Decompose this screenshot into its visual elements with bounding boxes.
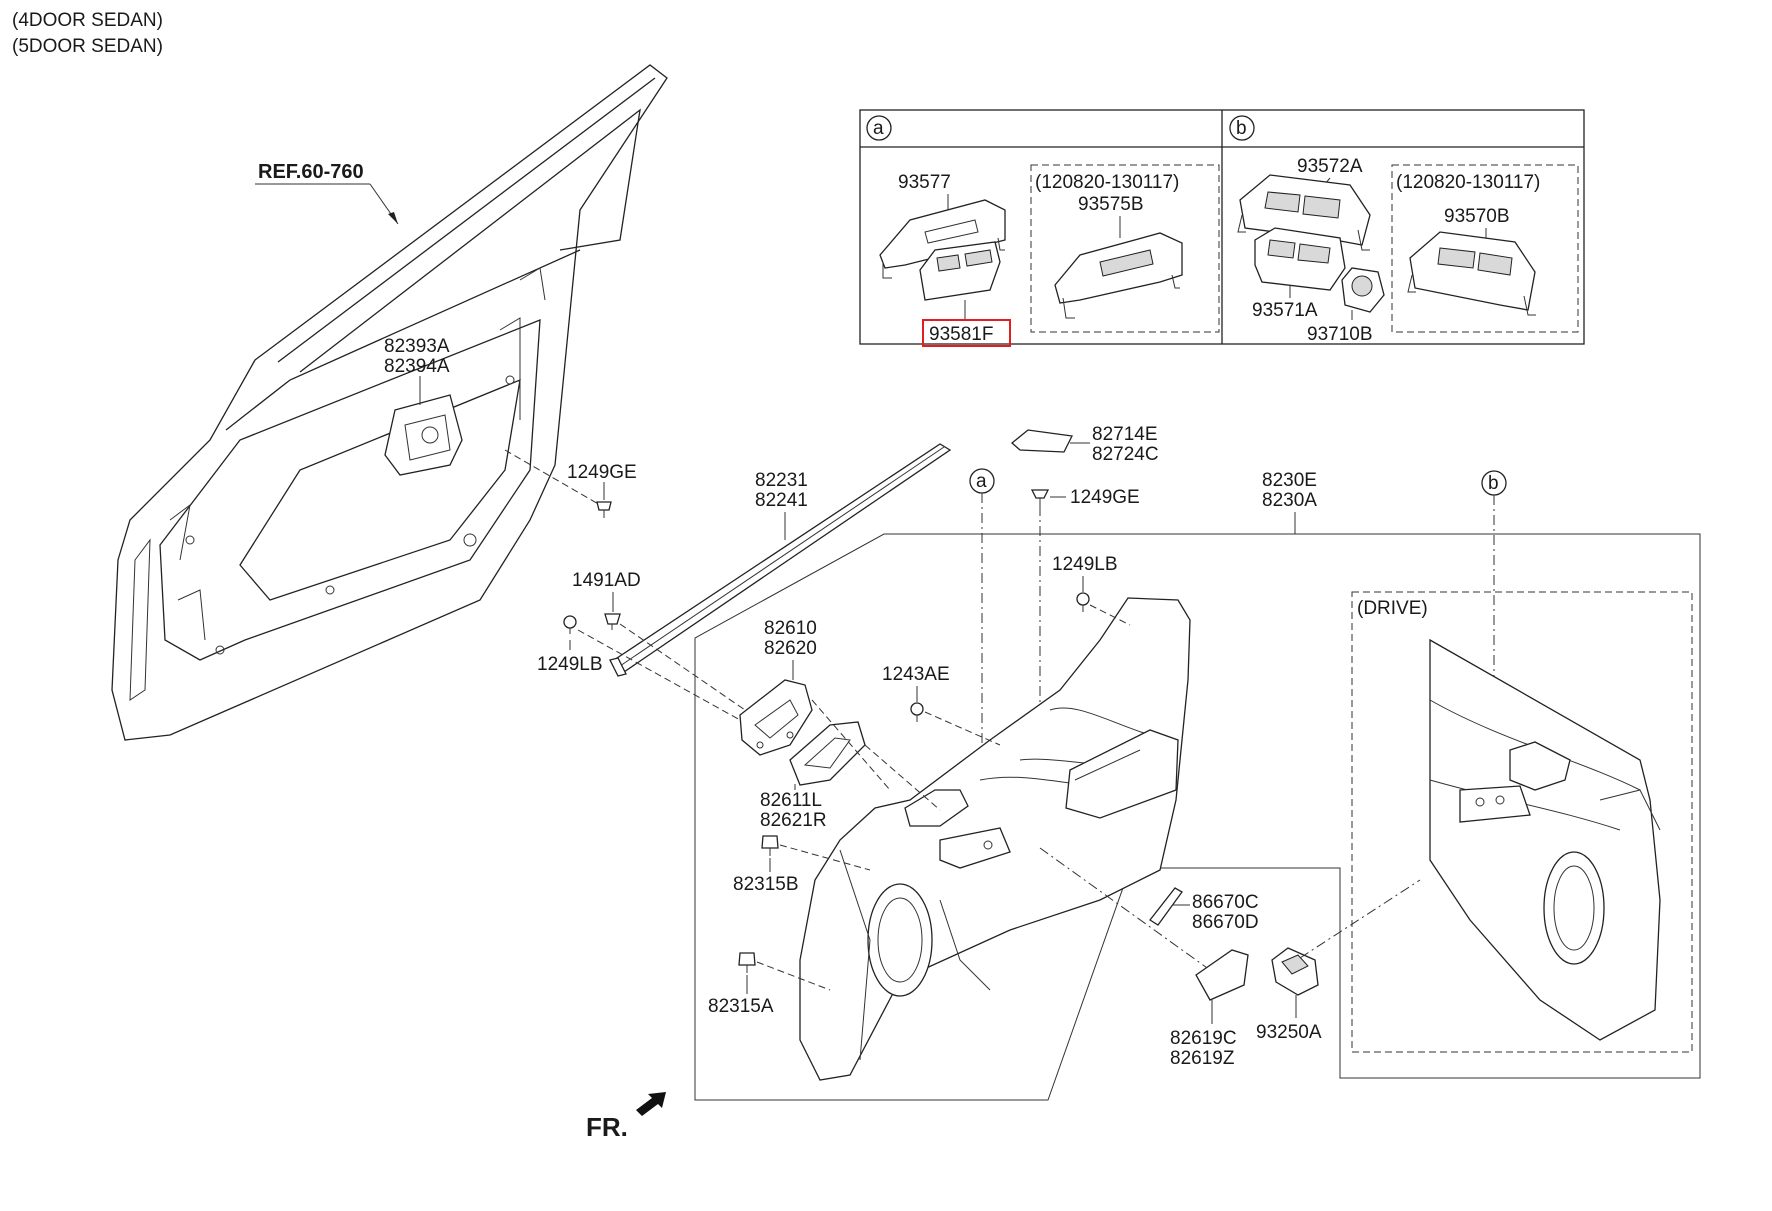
fr-label: FR. [586,1112,628,1142]
label-82394A: 82394A [384,356,450,377]
label-1249LB-a: 1249LB [537,654,603,675]
clip-1491AD[interactable] [604,613,621,630]
inset-b-date: (120820-130117) [1396,172,1540,193]
label-82621R: 82621R [760,810,827,831]
label-93571A: 93571A [1252,300,1318,321]
highlight-93581F[interactable] [922,319,1011,347]
label-1243AE: 1243AE [882,664,950,685]
label-82610: 82610 [764,618,817,639]
inset-a-date: (120820-130117) [1035,172,1179,193]
drive-label: (DRIVE) [1357,598,1428,619]
label-1249GE-b: 1249GE [1070,487,1140,508]
label-82714E: 82714E [1092,424,1158,445]
door-trim-panel[interactable] [799,597,1191,1081]
label-8230E: 8230E [1262,470,1317,491]
switch-bezel-93575B[interactable] [1054,232,1183,319]
dash-1249LB-a [577,629,741,721]
inset-b-marker: b [1236,118,1247,139]
door-latch-module[interactable] [384,394,463,476]
inset-a-marker-circle [866,115,892,141]
drive-box [1351,591,1693,1053]
assembly-outline [694,533,1701,1101]
ref-label: REF.60-760 [258,161,364,183]
door-trim-drive-detail[interactable] [1429,638,1661,1041]
switch-bezel-93572A[interactable] [1237,174,1371,251]
trim-cover-82619C[interactable] [1195,949,1249,1001]
switch-93581F[interactable] [919,241,1001,301]
dash-86670C [1039,847,1211,971]
switch-bezel-93577[interactable] [879,199,1006,279]
label-93572A: 93572A [1297,156,1363,177]
label-93710B: 93710B [1307,324,1373,345]
inset-a-marker: a [873,118,884,139]
label-82611L: 82611L [760,790,822,811]
header-line-1: (4DOOR SEDAN) [12,10,163,31]
screw-1249LB-b[interactable] [1076,592,1090,612]
label-82619C: 82619C [1170,1028,1237,1049]
ref-arrow-icon [388,212,398,224]
handle-cover-82611L[interactable] [789,721,866,786]
switch-93250A[interactable] [1271,947,1319,996]
label-93250A: 93250A [1256,1022,1322,1043]
label-86670D: 86670D [1192,912,1259,933]
screw-1249LB-a[interactable] [563,615,577,634]
dash-82315B [779,844,871,871]
marker-a-label: a [976,471,987,492]
label-8230A: 8230A [1262,490,1317,511]
screw-1249GE-a[interactable] [596,501,612,518]
label-82620: 82620 [764,638,817,659]
label-1491AD: 1491AD [572,570,641,591]
label-82241: 82241 [755,490,808,511]
switch-93710B[interactable] [1341,267,1385,313]
dash-1491AD [619,623,746,711]
clip-1249GE-b[interactable] [1030,489,1050,506]
clip-82315B[interactable] [761,835,779,856]
trim-piece-86670C[interactable] [1149,887,1183,926]
label-82231: 82231 [755,470,808,491]
label-82315B: 82315B [733,874,799,895]
label-82393A: 82393A [384,336,450,357]
label-93570B: 93570B [1444,206,1510,227]
dash-82610 [811,699,891,791]
inset-b-dated-box [1391,164,1579,333]
label-93581F: 93581F [929,324,993,345]
dash-1249LB-b [1089,604,1131,626]
label-82724C: 82724C [1092,444,1159,465]
dash-93250A [1299,879,1421,959]
dash-82315A [756,961,831,991]
label-1249GE-a: 1249GE [567,462,637,483]
dash-1243AE [924,711,1001,746]
clip-82315A[interactable] [738,952,756,973]
inset-a-dated-box [1030,164,1220,333]
door-frame[interactable] [111,64,668,741]
inset-b-marker-circle [1229,115,1255,141]
header-line-2: (5DOOR SEDAN) [12,36,163,57]
label-82315A: 82315A [708,996,774,1017]
dash-1249GE-a [504,449,601,506]
front-arrow-icon [636,1092,666,1116]
weatherstrip-82231[interactable] [609,443,952,677]
inside-handle-82610[interactable] [739,679,813,756]
marker-b-label: b [1488,473,1499,494]
label-1249LB-b: 1249LB [1052,554,1118,575]
label-82619Z: 82619Z [1170,1048,1235,1069]
switch-93570B[interactable] [1407,231,1536,316]
label-93577: 93577 [898,172,951,193]
label-86670C: 86670C [1192,892,1259,913]
screw-1243AE[interactable] [910,702,924,722]
pad-82714E[interactable] [1010,429,1073,453]
dash-82611L [864,744,941,811]
label-93575B: 93575B [1078,194,1144,215]
switch-93571A[interactable] [1254,227,1346,291]
